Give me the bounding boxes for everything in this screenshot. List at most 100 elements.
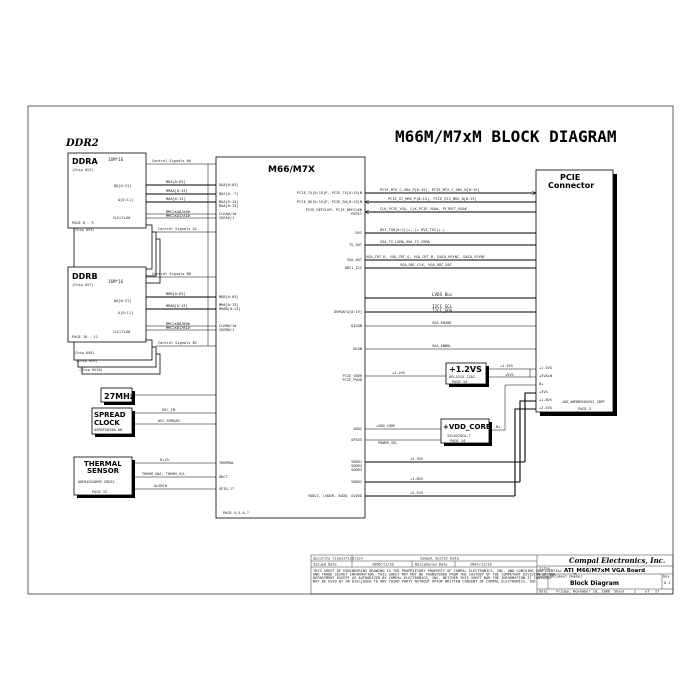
ddra-pin-clk: CLK/CLK# [113,216,131,220]
gpu-right-pin: PCIE_REFCLKP, PCIE_REFCLKN [306,208,362,212]
ddrb-pin-a: A[0:11] [118,311,133,315]
ddrb-bus-3: MMCLKB0/B0# [166,322,191,326]
tb-of-lbl: of [645,590,649,594]
ddrb-size: 16M*16 [108,279,124,284]
sig-v25: +2.5VS [410,491,423,495]
ddrb-stack-1: (Chip UV8) [73,351,95,355]
ddra-size: 16M*16 [108,157,124,162]
sig-dvi: DVI_TXD[0:2](+,-)+ DVI_TXC(+-) [380,228,445,232]
ddrb-bus-4: MMCLKB1/B1# [166,326,191,330]
sig-envdd: VGA_ENVDD [432,321,451,325]
ddrb-pin-dq: DQ[0:31] [114,299,131,303]
d-plus-minus-label: D+/D- [160,458,171,462]
gpu-left-pin: CKEB0/1 [219,328,234,332]
tb-date: Friday, November 10, 2006 [556,590,610,594]
sig-pcie-tx: PCIE_MTX_C_GRX_P[0:15], PCIE_MTX_C_GRX_N… [380,188,480,192]
sig-pcie-rx: PCIE_GT_MRX_P[0:15], PCIE_GTX_MRX_N[0:15… [388,197,477,201]
tb-deciphered-val: 2007/11/10 [470,563,492,567]
reg-1v2-block: +1.2VS APL5315-12AC PAGE 14 [445,362,489,387]
reg12-tag: +5VS [505,373,514,377]
reg12-part: APL5315-12AC [449,375,475,379]
ddra-sig-top: Control Signals A0 [152,159,191,163]
spread-clock-block: SPREAD CLOCK ASM3P2819B-08 PAGE 5 [91,407,135,437]
pcie-pin-1: +1.5VS [539,366,552,370]
gpu-right-pin: PCIE_RX[0:15]P, PCIE_RX[0:15]N [297,200,362,204]
thermal-part: ADM1032ARMZ-2REEL [78,480,115,484]
gpu-right-pin: BLON [353,347,362,351]
regcore-part: ISL6225CA-T [447,434,472,438]
ddra-name: DDRA [72,157,98,166]
tb-title-lbl: Title [539,567,550,571]
gpu-left-pin: CLKB0/1# [219,324,237,328]
diagram-title: M66M/M7xM BLOCK DIAGRAM [395,127,617,146]
ddrb-sig-top: Control Signals B0 [152,272,191,276]
sig-v33: +3.3VS [410,457,423,461]
pcie-pin-4: +3VS [539,390,548,394]
tb-sheet-lbl: Sheet [614,590,625,594]
gpu-right-pin: PERST [351,212,363,216]
gpu-left-pin: MMAB[0:13] [219,307,241,311]
ddra-sig-bot: Control Signals A1 [158,227,197,231]
tb-docnum-lbl: Document Number [550,575,583,579]
tb-of: 27 [655,590,659,594]
ddrb-stack-2: (Chip UV9) [76,359,98,363]
gpu-right-pin: GPIO5 [351,438,362,442]
tb-note-4: MAY BE USED BY OR DISCLOSED TO ANY THIRD… [313,580,538,584]
pcie-ref: JAE_WM38M20SVS2_28PF [562,400,605,404]
gpu-left-pin: CLKA0/1# [219,212,237,216]
sig-enbkl: VGA_ENBKL [432,344,451,348]
sig-pcie-ref: CLK_PCIE_VGA, CLK_PCIE_VGA#, PLTRST_VGA# [380,207,467,211]
ddra-bus-3: MAA[0:13] [166,197,185,201]
ddrb-sig-bot: Control Signals B1 [158,341,197,345]
pcie-connector-block: PCIE Connector +1.5VS +5VALW B+ +3VS +1.… [535,169,617,416]
gpu-right-pin: PCIE_TX[0:15]P, PCIE_TX[0:15]N [297,191,362,195]
gpu-page: PAGE 4,5,6,7 [223,511,249,515]
tb-size-lbl: Size [539,575,548,579]
gpu-right-pin: VDDR1 [351,480,362,484]
tb-rev-lbl: Rev [663,575,670,579]
sig-i2c-clk: I2CC_SCL [432,304,453,309]
pcie-pin-3: B+ [539,382,544,386]
pcie-name: PCIE [560,173,580,182]
gpu-right-pin: TV_OUT [349,243,363,247]
title-block: Security Classification Compal Secret Da… [310,554,674,595]
thermal-name1: THERMAL [84,460,122,468]
reg12-page: PAGE 14 [452,380,467,384]
gpu-block: M66/M7X PAGE 4,5,6,7 DQA[0:63]DQS[0..7]M… [215,156,366,519]
pcie-pin-6: +2.5VS [539,406,552,410]
alert-label: ALERT# [154,484,168,488]
gpu-right-pin: DVPDATA[0:19] [334,310,362,314]
ddra-bus-4: MMCLKA0/A0# [166,210,191,214]
sig-power-sel: POWER_SEL [378,441,397,445]
spread-name2: CLOCK [94,419,120,427]
gpu-left-pin: DQA[0:63] [219,183,238,187]
ddra-bus-1: MDA[0:63] [166,180,185,184]
gpu-right-pin: PCIE_PVDD [343,378,362,382]
ddra-chip: (Chip UV3) [72,168,94,172]
crystal-block: 27MHz [100,387,135,405]
sig-ddc: VGA_DDC_CLK, VGA_DDC_DAT [400,263,453,267]
regcore-tag: B+ [496,425,501,429]
ddrb-page: PAGE 10 - 11 [72,335,98,339]
tb-issued-val: 2006/11/10 [372,563,394,567]
spread-name1: SPREAD [94,411,126,419]
tb-date-lbl: Date [539,590,548,594]
thermal-page: PAGE 12 [92,490,107,494]
ddrb-name: DDRB [72,272,98,281]
ddrb-bus-1: MDB[0:63] [166,292,185,296]
gpu-left-pin: THERMAL [219,461,234,465]
thermal-name2: SENSOR [87,467,120,475]
tb-note-2: AND TRADE SECRET INFORMATION. THIS SHEET… [313,573,555,577]
sig-v12: +1.2VS [392,371,405,375]
gpu-left-pin: DQS[0..7] [219,192,238,196]
osc-in-label: OSC_IN [162,408,175,412]
tb-note-3: DEPARTMENT EXCEPT AS AUTHORIZED BY COMPA… [313,576,551,580]
gpu-right-pin: VDDCI, LVDDR, AVDD, A2VDD [308,494,362,498]
gpu-right-pin: VDDC [353,427,362,431]
gpu-left-pin: MAA[0:13] [219,200,238,204]
ddrb-pin-clk: CLK/CLK# [113,330,131,334]
ddr2-label: DDR2 [65,138,99,149]
ddra-pin-dq: DQ[0:31] [114,184,131,188]
ddra-bus-2: MMAA[0:13] [166,189,188,193]
sig-i2c-dat: I2CC_SDA [432,308,453,313]
